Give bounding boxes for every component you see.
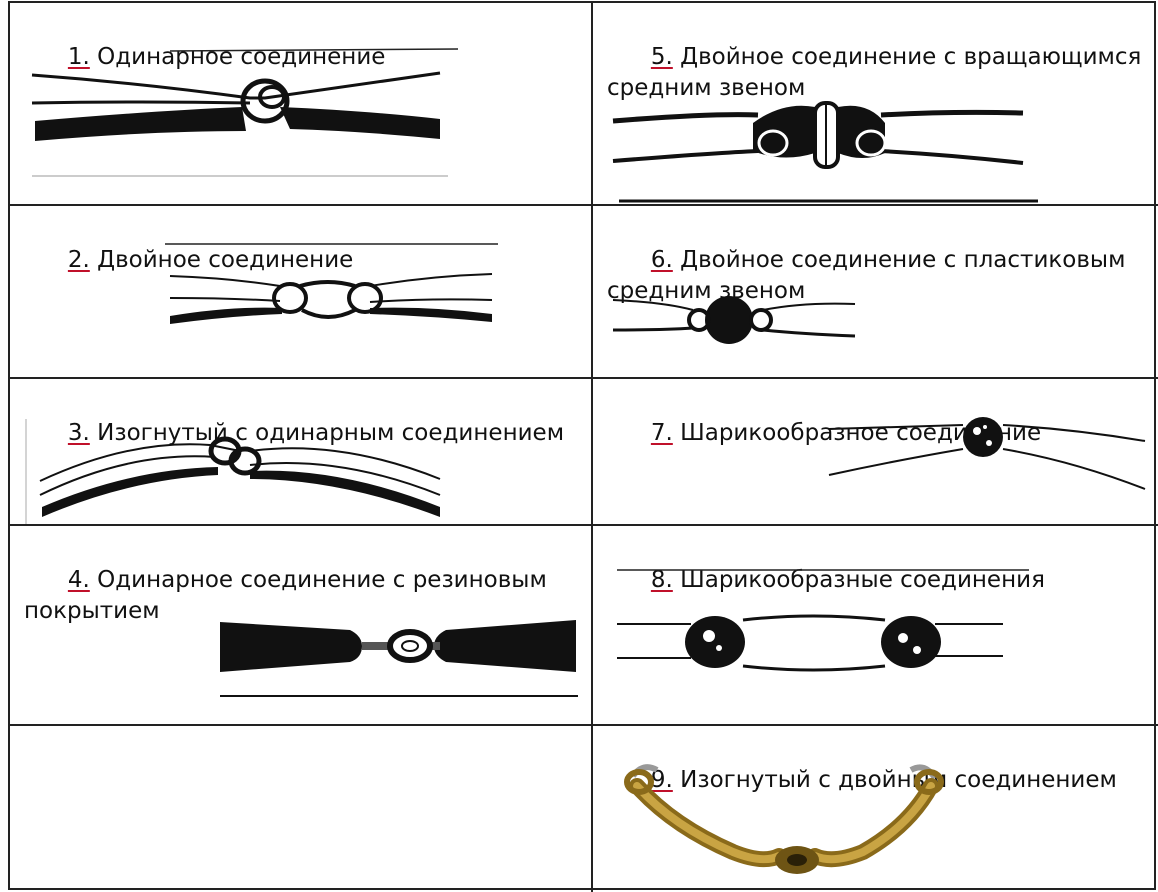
single-joint-bit-image [10, 3, 591, 204]
rubber-covered-bit-image [10, 526, 591, 724]
cell-3: 3. Изогнутый с одинарным соединением [10, 379, 591, 524]
plastic-link-bit-image [593, 206, 1158, 377]
curved-double-joint-bit-image [593, 726, 1158, 892]
ball-joint-bit-image [593, 379, 1158, 524]
cell-5: 5. Двойное соединение с вращающимся сред… [593, 3, 1158, 204]
curved-single-joint-bit-image [10, 379, 591, 524]
cell-8: 8. Шарикообразные соединения [593, 526, 1158, 724]
bits-table: 1. Одинарное соединение 5. Двойное соеди… [8, 1, 1156, 890]
cell-2: 2. Двойное соединение [10, 206, 591, 377]
cell-6: 6. Двойное соединение с пластиковым сред… [593, 206, 1158, 377]
double-joint-bit-image [10, 206, 591, 377]
cell-7: 7. Шарикообразное соединение [593, 379, 1158, 524]
rotating-link-bit-image [593, 3, 1158, 204]
cell-empty [10, 726, 591, 892]
double-ball-joint-bit-image [593, 526, 1158, 724]
cell-1: 1. Одинарное соединение [10, 3, 591, 204]
cell-4: 4. Одинарное соединение с резиновым покр… [10, 526, 591, 724]
cell-9: 9. Изогнутый с двойным соединением [593, 726, 1158, 892]
